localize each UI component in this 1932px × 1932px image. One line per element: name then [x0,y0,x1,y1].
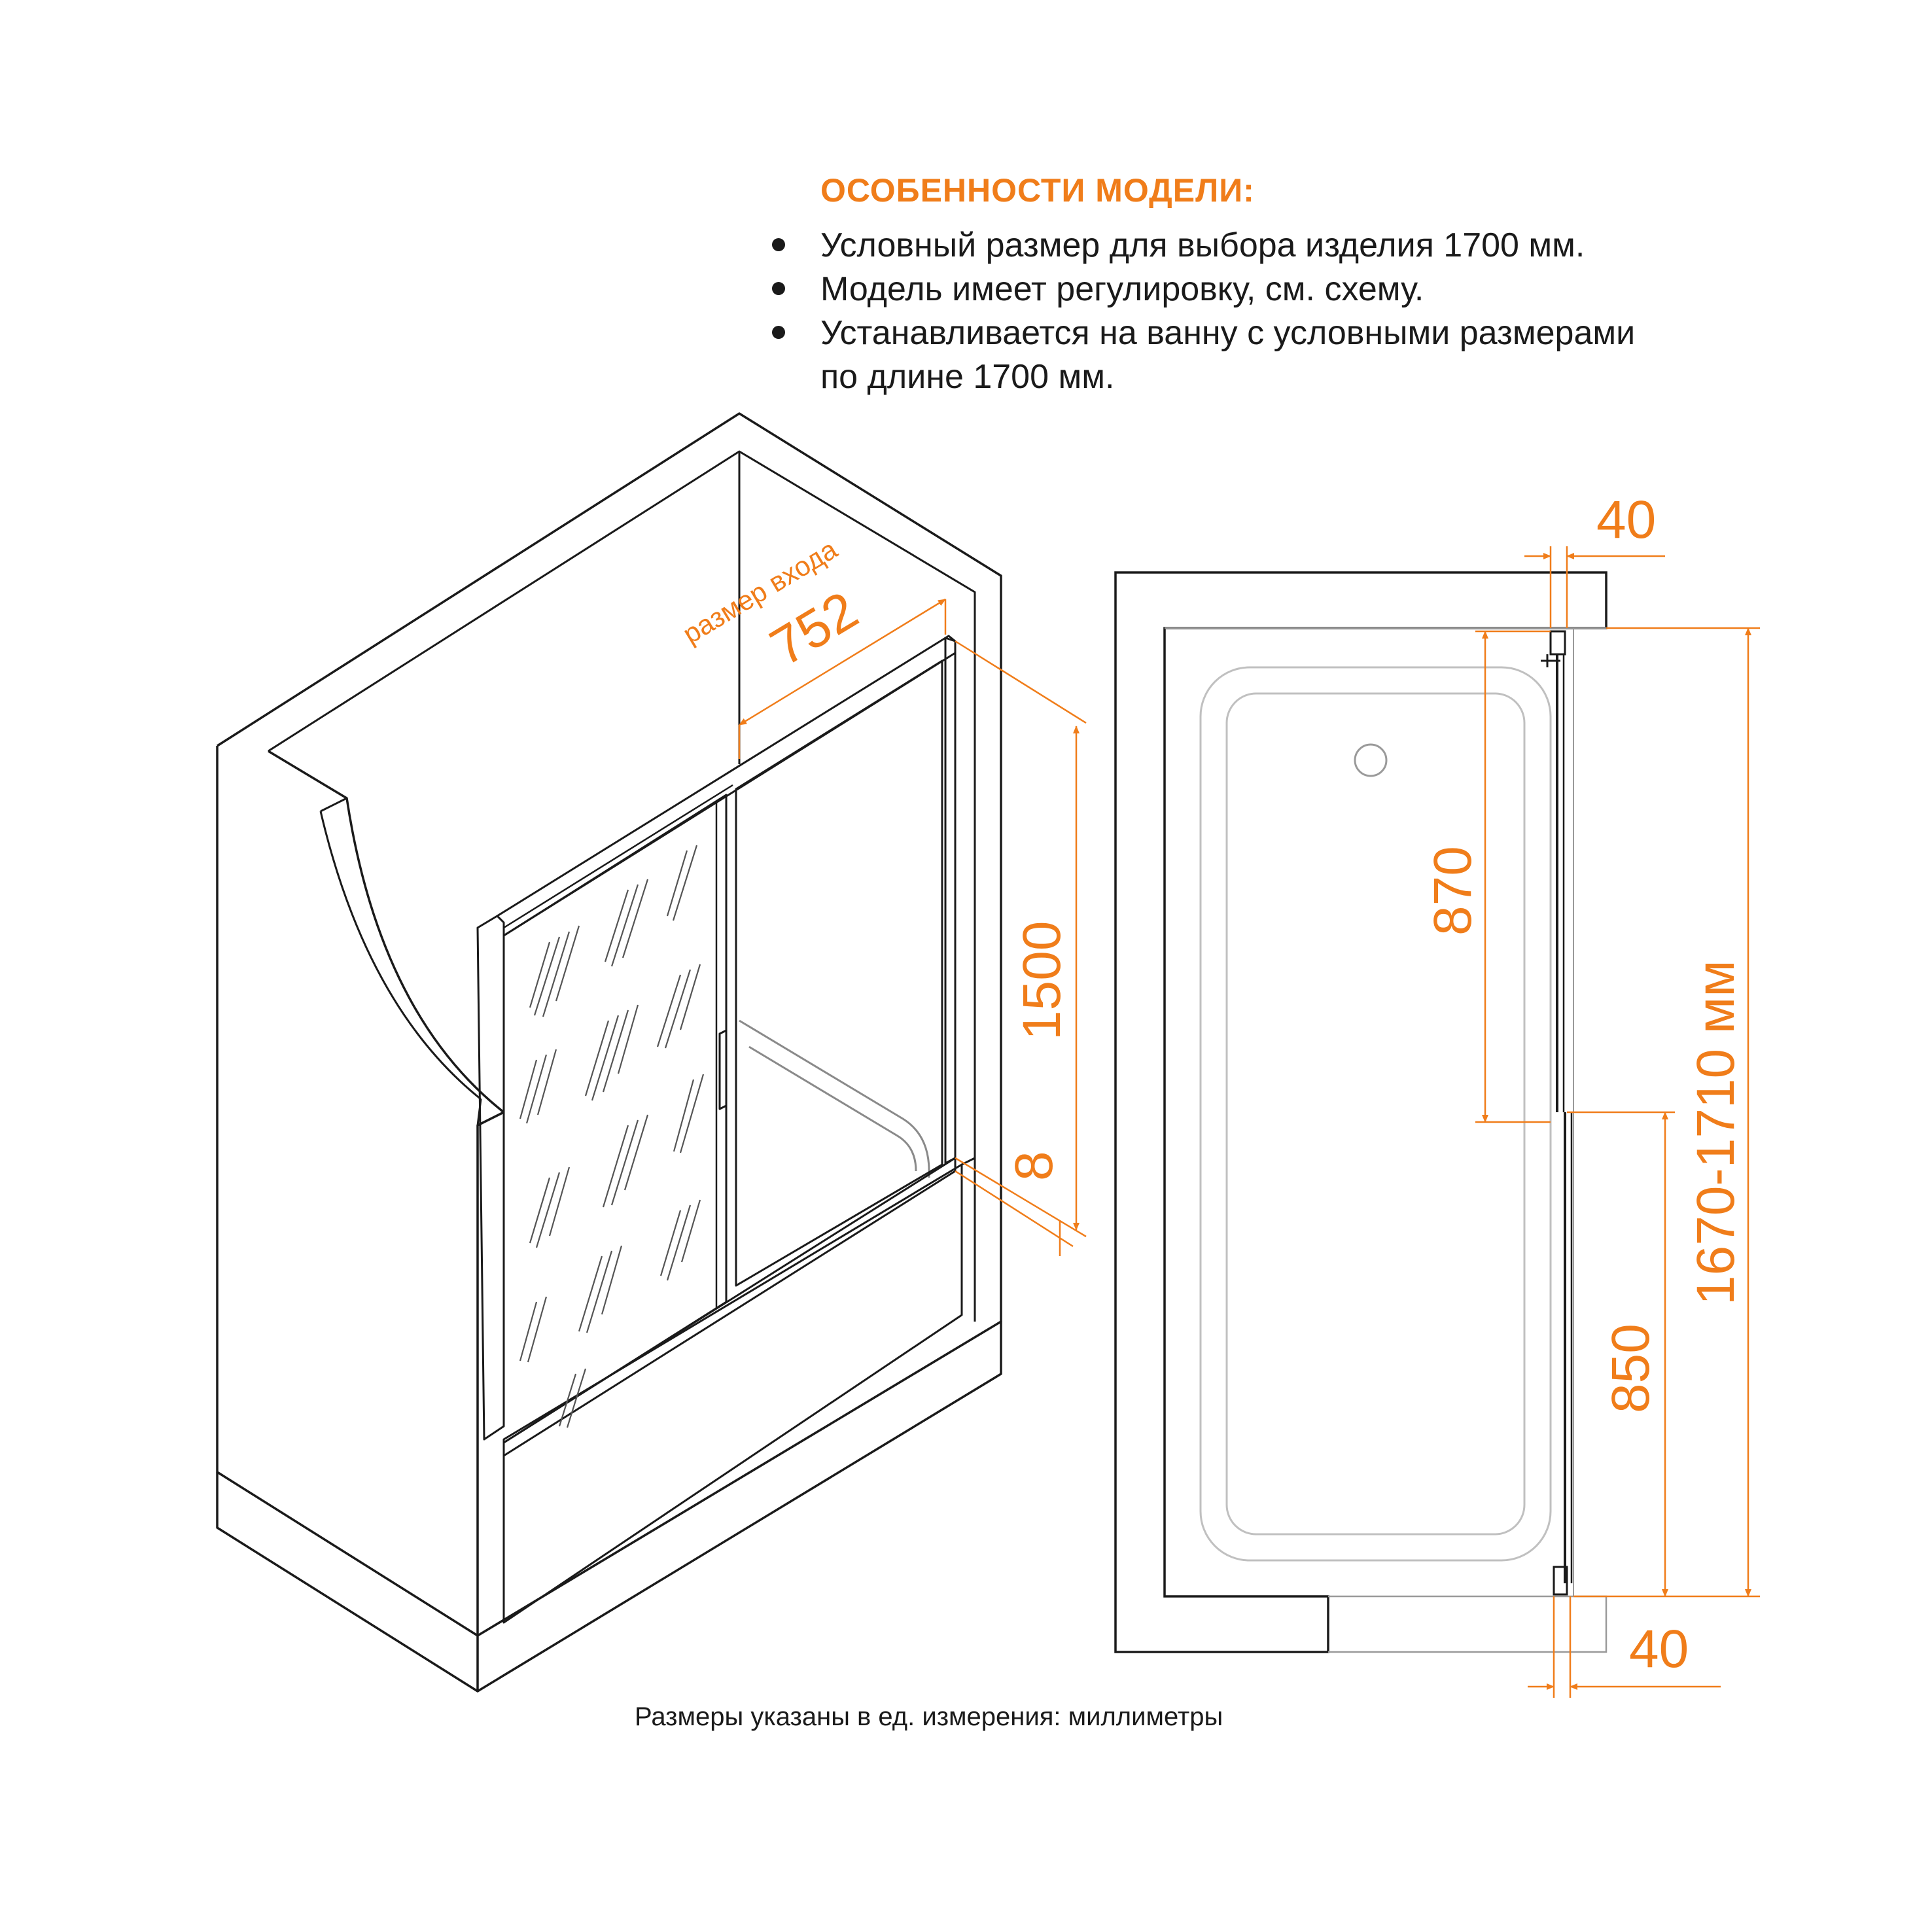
feature-item: Модель имеет регулировку, см. схему. [759,268,1806,311]
feature-text: Модель имеет регулировку, см. схему. [820,270,1424,308]
right-profile [944,637,957,1165]
bullet-icon [772,282,785,295]
features-title: ОСОБЕННОСТИ МОДЕЛИ: [820,172,1255,209]
profile-bottom-value: 40 [1629,1619,1689,1679]
features-list: Условный размер для выбора изделия 1700 … [759,224,1806,399]
handle-plan [1541,654,1560,667]
height-value: 1500 [1012,921,1072,1040]
bathtub-rim [739,1019,930,1178]
wall-top-inner [268,450,976,1322]
total-range-value: 1670-1710 мм [1686,960,1746,1305]
units-footnote: Размеры указаны в ед. измерения: миллиме… [635,1702,1223,1731]
iso-dimensions [738,598,1087,1256]
feature-item: по длине 1700 мм. [759,355,1806,399]
plan-tub-edge [1165,627,1607,1653]
feature-text: Условный размер для выбора изделия 1700 … [820,226,1585,264]
dim-entrance-line [739,598,946,726]
bullet-icon [772,238,785,251]
door-handle [718,1029,728,1110]
wall-curve-outer [268,750,505,1114]
dim-height-ext-bottom [955,1157,1087,1238]
bathtub-inner [1225,692,1526,1536]
bathtub-front-face [502,1163,963,1624]
bathtub-outer [1199,666,1552,1562]
wall-top-outline [217,412,1002,1322]
fixed-panel [735,659,943,1287]
wall-curve-inner [319,811,482,1100]
left-wall [216,746,504,1637]
bullet-icon [772,326,785,339]
gap-value: 8 [1004,1151,1064,1181]
glass-texture [519,845,705,1428]
features-block: ОСОБЕННОСТИ МОДЕЛИ: Условный размер для … [759,171,1806,399]
sliding-panel-value: 850 [1601,1324,1660,1413]
feature-text: Устанавливается на ванну с условными раз… [820,314,1636,352]
plan-view [1114,571,1607,1653]
bottom-rail [503,1157,957,1457]
plan-wall-outline [1114,571,1607,1653]
top-wall-profile [1549,630,1566,656]
feature-item: Условный размер для выбора изделия 1700 … [759,224,1806,268]
feature-item: Устанавливается на ванну с условными раз… [759,311,1806,355]
fixed-panel-value: 870 [1423,846,1483,936]
left-wall-base [216,1472,479,1693]
bathtub-front [477,1320,1002,1693]
dim-height-ext-top [955,640,1087,724]
feature-text: по длине 1700 мм. [820,358,1115,396]
profile-top-value: 40 [1596,490,1656,550]
isometric-view [216,412,1002,1693]
door-frame [476,635,957,1457]
bottom-wall-profile [1553,1566,1568,1596]
plan-dimensions [1475,546,1760,1698]
left-profile [476,915,505,1441]
drain-hole [1354,743,1388,777]
